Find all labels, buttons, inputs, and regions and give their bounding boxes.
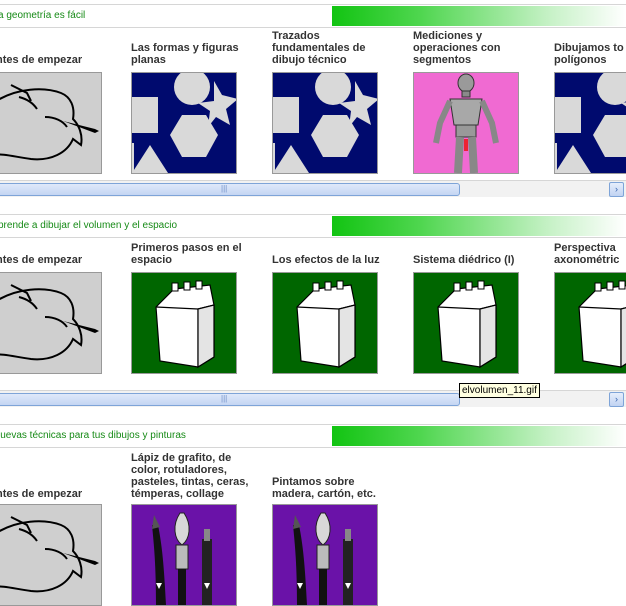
section-header-bar	[332, 426, 626, 446]
card-poligonos[interactable]: Dibujamos to polígonos	[554, 40, 626, 180]
card-label: Pintamos sobre madera, cartón, etc.	[272, 476, 376, 500]
card-label: Perspectiva axonométric	[554, 242, 620, 266]
scrollbar-thumb[interactable]: |||	[0, 393, 460, 406]
horizontal-scrollbar[interactable]: ||| ›	[0, 180, 626, 197]
card-label: ntes de empezar	[0, 488, 83, 500]
shapes-icon[interactable]	[131, 72, 237, 174]
brushes-icon[interactable]	[131, 504, 237, 606]
card-label: Lápiz de grafito, de color, rotuladores,…	[131, 452, 249, 500]
section-geometria: a geometría es fácil ntes de empezar Las…	[0, 4, 626, 197]
card-label: Las formas y figuras planas	[131, 42, 239, 66]
brushes-icon[interactable]	[272, 504, 378, 606]
scroll-right-icon[interactable]: ›	[609, 392, 624, 407]
section-title: prende a dibujar el volumen y el espacio	[0, 220, 177, 231]
hand-drawing-icon[interactable]	[0, 504, 102, 606]
section-tecnicas: luevas técnicas para tus dibujos y pintu…	[0, 424, 626, 606]
section-header: prende a dibujar el volumen y el espacio	[0, 214, 626, 238]
card-label: Trazados fundamentales de dibujo técnico	[272, 30, 366, 66]
card-label: Los efectos de la luz	[272, 254, 380, 266]
box-icon[interactable]	[272, 272, 378, 374]
card-label: Dibujamos to polígonos	[554, 42, 624, 66]
section-header-bar	[332, 6, 626, 26]
hand-drawing-icon[interactable]	[0, 72, 102, 174]
shapes-icon[interactable]	[554, 72, 626, 174]
scrollbar-grip: |||	[221, 394, 228, 403]
card-label: ntes de empezar	[0, 54, 83, 66]
card-label: Mediciones y operaciones con segmentos	[413, 30, 501, 66]
card-label: Primeros pasos en el espacio	[131, 242, 242, 266]
section-title: luevas técnicas para tus dibujos y pintu…	[0, 430, 186, 441]
scrollbar-thumb[interactable]: |||	[0, 183, 460, 196]
scrollbar-grip: |||	[221, 184, 228, 193]
section-title: a geometría es fácil	[0, 10, 86, 21]
box-icon[interactable]	[131, 272, 237, 374]
section-header: luevas técnicas para tus dibujos y pintu…	[0, 424, 626, 448]
mannequin-icon[interactable]	[413, 72, 519, 174]
box-icon[interactable]	[554, 272, 626, 374]
section-header: a geometría es fácil	[0, 4, 626, 28]
card-label: ntes de empezar	[0, 254, 83, 266]
hand-drawing-icon[interactable]	[0, 272, 102, 374]
card-label: Sistema diédrico (I)	[413, 254, 515, 266]
card-perspectiva[interactable]: Perspectiva axonométric	[554, 240, 626, 380]
box-icon[interactable]	[413, 272, 519, 374]
tooltip: elvolumen_11.gif	[459, 383, 540, 398]
scroll-right-icon[interactable]: ›	[609, 182, 624, 197]
shapes-icon[interactable]	[272, 72, 378, 174]
section-header-bar	[332, 216, 626, 236]
section-volumen: prende a dibujar el volumen y el espacio…	[0, 214, 626, 410]
